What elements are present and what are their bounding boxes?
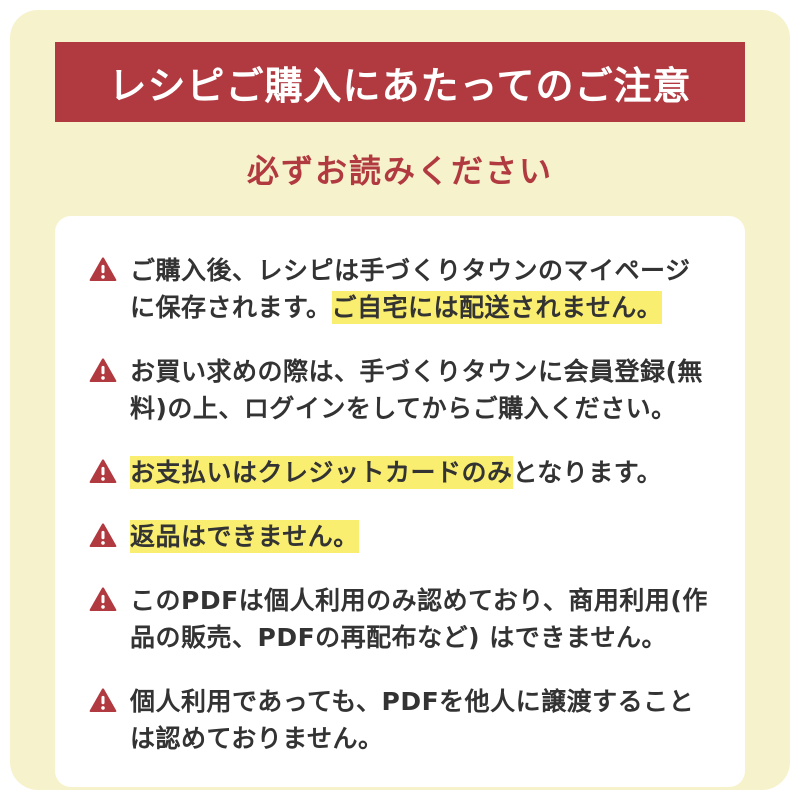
notice-text: お支払いはクレジットカードのみとなります。: [130, 454, 662, 491]
warning-triangle-icon: [89, 586, 117, 614]
notice-item: お買い求めの際は、手づくりタウンに会員登録(無料)の上、ログインをしてからご購入…: [89, 353, 711, 427]
notice-text: 返品はできません。: [130, 518, 359, 555]
text-segment: お買い求めの際は、手づくりタウンに会員登録(無料)の上、ログインをしてからご購入…: [130, 357, 703, 423]
warning-triangle-icon: [89, 256, 117, 284]
warning-triangle-icon: [89, 357, 117, 385]
notice-text: 個人利用であっても、PDFを他人に譲渡することは認めておりません。: [130, 683, 711, 757]
highlighted-text: ご自宅には配送されません。: [331, 291, 663, 324]
notice-text: ご購入後、レシピは手づくりタウンのマイページに保存されます。ご自宅には配送されま…: [130, 252, 711, 326]
text-segment: ご購入後、レシピは手づくりタウンのマイページに保存されます。: [130, 256, 691, 322]
title-banner: レシピご購入にあたってのご注意: [55, 42, 745, 122]
notice-text: お買い求めの際は、手づくりタウンに会員登録(無料)の上、ログインをしてからご購入…: [130, 353, 711, 427]
notice-text: このPDFは個人利用のみ認めており、商用利用(作品の販売、PDFの再配布など) …: [130, 582, 711, 656]
notice-item: 返品はできません。: [89, 518, 711, 555]
page-subtitle: 必ずお読みください: [246, 152, 553, 190]
highlighted-text: お支払いはクレジットカードのみ: [130, 456, 513, 489]
text-segment: となります。: [512, 458, 663, 487]
notice-item: お支払いはクレジットカードのみとなります。: [89, 454, 711, 491]
text-segment: このPDFは個人利用のみ認めており、商用利用(作品の販売、PDFの再配布など) …: [130, 586, 708, 652]
warning-triangle-icon: [89, 687, 117, 715]
notice-card: ご購入後、レシピは手づくりタウンのマイページに保存されます。ご自宅には配送されま…: [55, 216, 745, 787]
warning-triangle-icon: [89, 458, 117, 486]
notice-list: ご購入後、レシピは手づくりタウンのマイページに保存されます。ご自宅には配送されま…: [89, 252, 711, 757]
notice-panel: レシピご購入にあたってのご注意 必ずお読みください ご購入後、レシピは手づくりタ…: [10, 10, 790, 790]
notice-item: このPDFは個人利用のみ認めており、商用利用(作品の販売、PDFの再配布など) …: [89, 582, 711, 656]
notice-item: ご購入後、レシピは手づくりタウンのマイページに保存されます。ご自宅には配送されま…: [89, 252, 711, 326]
page-title: レシピご購入にあたってのご注意: [108, 63, 692, 108]
highlighted-text: 返品はできません。: [130, 520, 359, 553]
notice-item: 個人利用であっても、PDFを他人に譲渡することは認めておりません。: [89, 683, 711, 757]
warning-triangle-icon: [89, 522, 117, 550]
text-segment: 個人利用であっても、PDFを他人に譲渡することは認めておりません。: [130, 687, 695, 753]
